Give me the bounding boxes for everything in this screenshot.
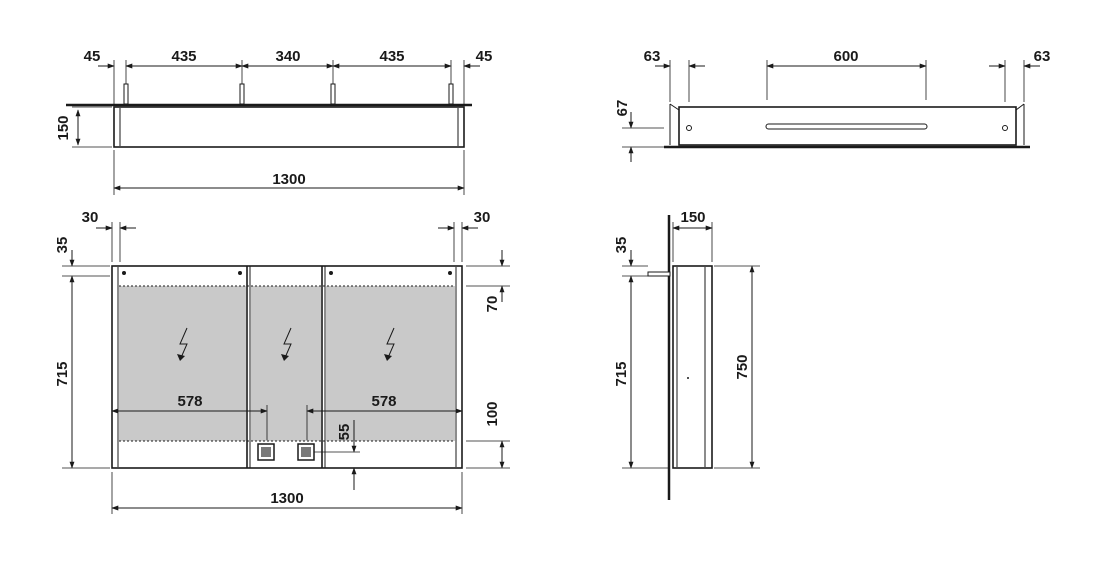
dim-front-side-left: 30 <box>82 209 99 226</box>
dim-light-inset-right: 63 <box>1034 48 1051 65</box>
side-view: 150 35 715 750 <box>613 209 760 500</box>
mounting-pin <box>239 83 245 105</box>
dim-top-span-middle: 340 <box>275 48 300 65</box>
dim-top-gap-left: 45 <box>84 48 101 65</box>
dim-side-depth: 150 <box>680 209 705 226</box>
mounting-pin <box>448 83 454 105</box>
mounting-bracket <box>647 271 671 277</box>
socket-icon <box>297 443 315 461</box>
dim-front-door-right: 578 <box>371 393 396 410</box>
dim-side-overall-height: 750 <box>734 354 751 379</box>
dim-top-span-left: 435 <box>171 48 196 65</box>
dim-front-top-margin: 35 <box>54 237 71 254</box>
dim-light-inset-left: 63 <box>644 48 661 65</box>
lightning-icon <box>177 327 188 361</box>
dim-light-length: 600 <box>833 48 858 65</box>
lightning-icon <box>384 327 395 361</box>
dim-light-height: 67 <box>614 100 631 117</box>
dim-front-top-band: 70 <box>484 296 501 313</box>
dim-top-overall-width: 1300 <box>272 171 305 188</box>
screw-hole <box>686 125 692 131</box>
dim-side-top-margin: 35 <box>613 237 630 254</box>
dim-top-depth: 150 <box>55 115 72 140</box>
light-view: 63 600 63 67 <box>614 48 1050 162</box>
dim-front-overall-width: 1300 <box>270 490 303 507</box>
lightning-icon <box>281 327 292 361</box>
dim-side-height: 715 <box>613 361 630 386</box>
mirror-middle <box>251 286 321 441</box>
dim-top-gap-right: 45 <box>476 48 493 65</box>
top-view: 45 435 340 435 45 150 1300 <box>55 48 492 195</box>
dim-front-side-right: 30 <box>474 209 491 226</box>
led-light-strip <box>765 123 928 130</box>
dim-front-door-left: 578 <box>177 393 202 410</box>
dim-front-bottom-band: 100 <box>484 401 501 426</box>
dim-front-height: 715 <box>54 361 71 386</box>
mirror-left <box>119 286 246 441</box>
dim-front-socket-offset: 55 <box>336 424 353 441</box>
mounting-pin <box>330 83 336 105</box>
front-view: 30 30 35 715 70 100 578 578 55 <box>54 209 510 514</box>
mounting-pin <box>123 83 129 105</box>
mirror-right <box>326 286 455 441</box>
socket-icon <box>257 443 275 461</box>
screw-hole <box>1002 125 1008 131</box>
dim-top-span-right: 435 <box>379 48 404 65</box>
